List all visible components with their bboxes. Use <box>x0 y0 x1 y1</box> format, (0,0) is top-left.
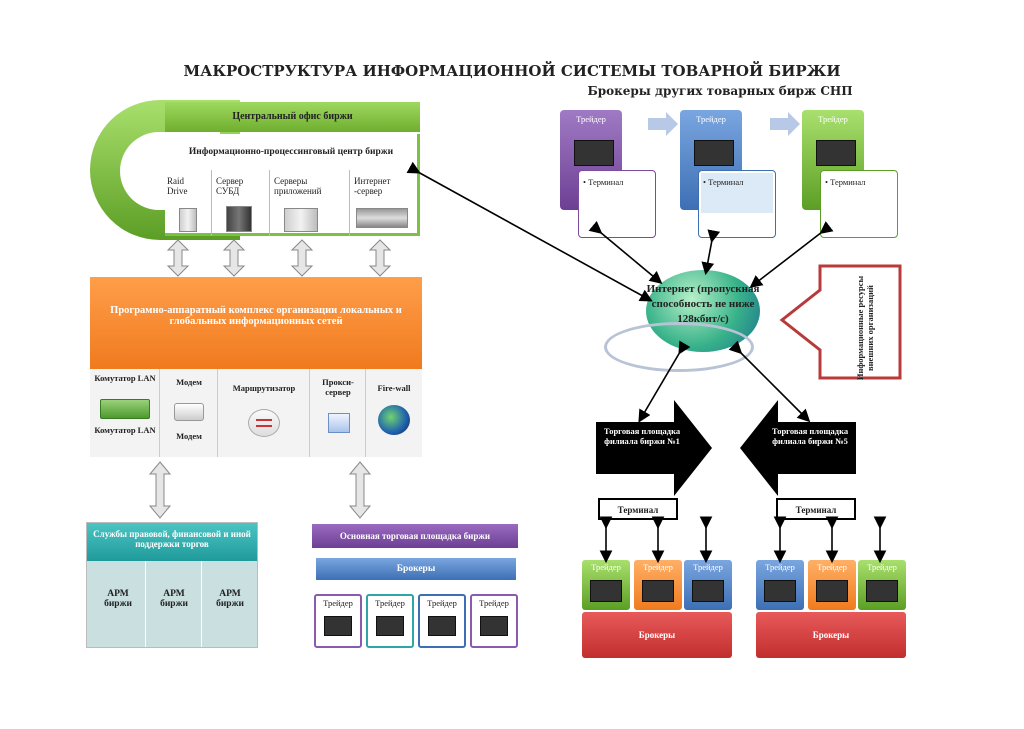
proxy-cell: Прокси-сервер <box>310 369 366 457</box>
computer-icon <box>866 580 898 602</box>
main-traders-row: Трейдер Трейдер Трейдер Трейдер <box>312 594 518 650</box>
other-exchanges-title: Брокеры других товарных бирж СНП <box>587 84 853 98</box>
hardware-down-arrows <box>148 461 372 519</box>
other-trader-3-label: Трейдер <box>818 114 848 124</box>
dbms-server-label: Сервер СУБД <box>216 176 244 196</box>
branch5-terminal: Терминал <box>776 498 856 520</box>
raid-drive-icon <box>179 208 197 232</box>
router-label: Маршрутизатор <box>232 383 296 393</box>
lan-switch-cell: Комутатор LAN Комутатор LAN <box>90 369 160 457</box>
other-trader-2-label: Трейдер <box>696 114 726 124</box>
central-to-hardware-arrows <box>166 239 392 277</box>
internet-label: Интернет (пропускная способность не ниже… <box>646 283 760 325</box>
firewall-icon <box>378 405 410 435</box>
lan-switch-label-bottom: Комутатор LAN <box>94 425 156 435</box>
main-brokers-bar: Брокеры <box>316 558 516 580</box>
computer-icon <box>816 580 848 602</box>
other-terminal-3: • Терминал <box>820 170 898 238</box>
branch1-brokers: Брокеры <box>582 612 732 658</box>
network-cable <box>604 322 754 372</box>
main-trader-2: Трейдер <box>366 594 414 648</box>
branch5-arrow <box>740 400 856 496</box>
computer-icon <box>324 616 352 636</box>
hardware-complex-block: Програмно-аппаратный комплекс организаци… <box>90 277 422 457</box>
firewall-label: Fire-wall <box>377 383 411 393</box>
dbms-server-icon <box>226 206 252 232</box>
internet-server-label: Интернет -сервер <box>354 176 391 196</box>
services-block: Службы правовой, финансовой и иной подде… <box>86 522 258 648</box>
branch1-trader-1: Трейдер <box>582 560 630 610</box>
firewall-cell: Fire-wall <box>366 369 422 457</box>
internet-server-icon <box>356 208 408 228</box>
other-terminal-1: • Терминал <box>578 170 656 238</box>
app-servers-icon <box>284 208 318 232</box>
branch1-trader-2: Трейдер <box>634 560 682 610</box>
computer-icon <box>692 580 724 602</box>
computer-icon <box>376 616 404 636</box>
app-servers-label: Серверы приложений <box>274 176 322 196</box>
central-office-block: Центральный офис биржи Информационно-про… <box>90 100 420 240</box>
computer-icon <box>642 580 674 602</box>
processing-center-label: Информационно-процессинговый центр биржи <box>165 134 420 170</box>
computer-icon <box>764 580 796 602</box>
services-label: Службы правовой, финансовой и иной подде… <box>87 523 257 561</box>
computer-icon <box>590 580 622 602</box>
computer-icon <box>694 140 734 166</box>
branch1-trader-3: Трейдер <box>684 560 732 610</box>
proxy-icon <box>328 413 350 433</box>
lan-switch-label-top: Комутатор LAN <box>94 373 156 383</box>
computer-icon <box>480 616 508 636</box>
raid-drive-label: Raid Drive <box>167 176 188 196</box>
branch5-brokers: Брокеры <box>756 612 906 658</box>
computer-icon <box>428 616 456 636</box>
modem-cell: Модем Модем <box>160 369 218 457</box>
branch1-terminal: Терминал <box>598 498 678 520</box>
proxy-label: Прокси-сервер <box>322 377 354 397</box>
other-exchanges-chevrons <box>648 112 800 136</box>
branch1-traders: Трейдер Трейдер Трейдер <box>582 560 732 612</box>
modem-label-top: Модем <box>176 377 202 387</box>
router-icon <box>248 409 280 437</box>
other-trader-1-label: Трейдер <box>576 114 606 124</box>
branch1-arrow <box>596 400 712 496</box>
main-trader-4: Трейдер <box>470 594 518 648</box>
main-trader-3: Трейдер <box>418 594 466 648</box>
arm-1: АРМ биржи <box>104 589 132 609</box>
modem-label-bottom: Модем <box>176 431 202 441</box>
branch5-trader-1: Трейдер <box>756 560 804 610</box>
other-terminal-2: • Терминал <box>698 170 776 238</box>
external-resources-arrow <box>779 264 902 380</box>
branch5-traders: Трейдер Трейдер Трейдер <box>756 560 906 612</box>
branch1-label: Торговая площадка филиала биржи №1 <box>603 426 681 446</box>
router-cell: Маршрутизатор <box>218 369 310 457</box>
external-resources-label: Информационные ресурсы внешних организац… <box>855 275 875 381</box>
modem-icon <box>174 403 204 421</box>
servers-row: Raid Drive Сервер СУБД Серверы приложени… <box>165 170 420 236</box>
branch5-trader-3: Трейдер <box>858 560 906 610</box>
other-exchange-3: Трейдер • Терминал <box>802 110 902 240</box>
lan-switch-icon <box>100 399 150 419</box>
arm-2: АРМ биржи <box>160 589 188 609</box>
main-trader-1: Трейдер <box>314 594 362 648</box>
computer-icon <box>816 140 856 166</box>
main-platform-label: Основная торговая площадка биржи <box>312 524 518 548</box>
branch5-trader-2: Трейдер <box>808 560 856 610</box>
main-platform-block: Основная торговая площадка биржи Брокеры… <box>312 524 518 650</box>
diagram-title: МАКРОСТРУКТУРА ИНФОРМАЦИОННОЙ СИСТЕМЫ ТО… <box>183 62 841 80</box>
computer-icon <box>574 140 614 166</box>
arm-3: АРМ биржи <box>216 589 244 609</box>
central-office-header: Центральный офис биржи <box>165 102 420 132</box>
branch5-label: Торговая площадка филиала биржи №5 <box>771 426 849 446</box>
hardware-complex-label: Програмно-аппаратный комплекс организаци… <box>90 277 422 369</box>
